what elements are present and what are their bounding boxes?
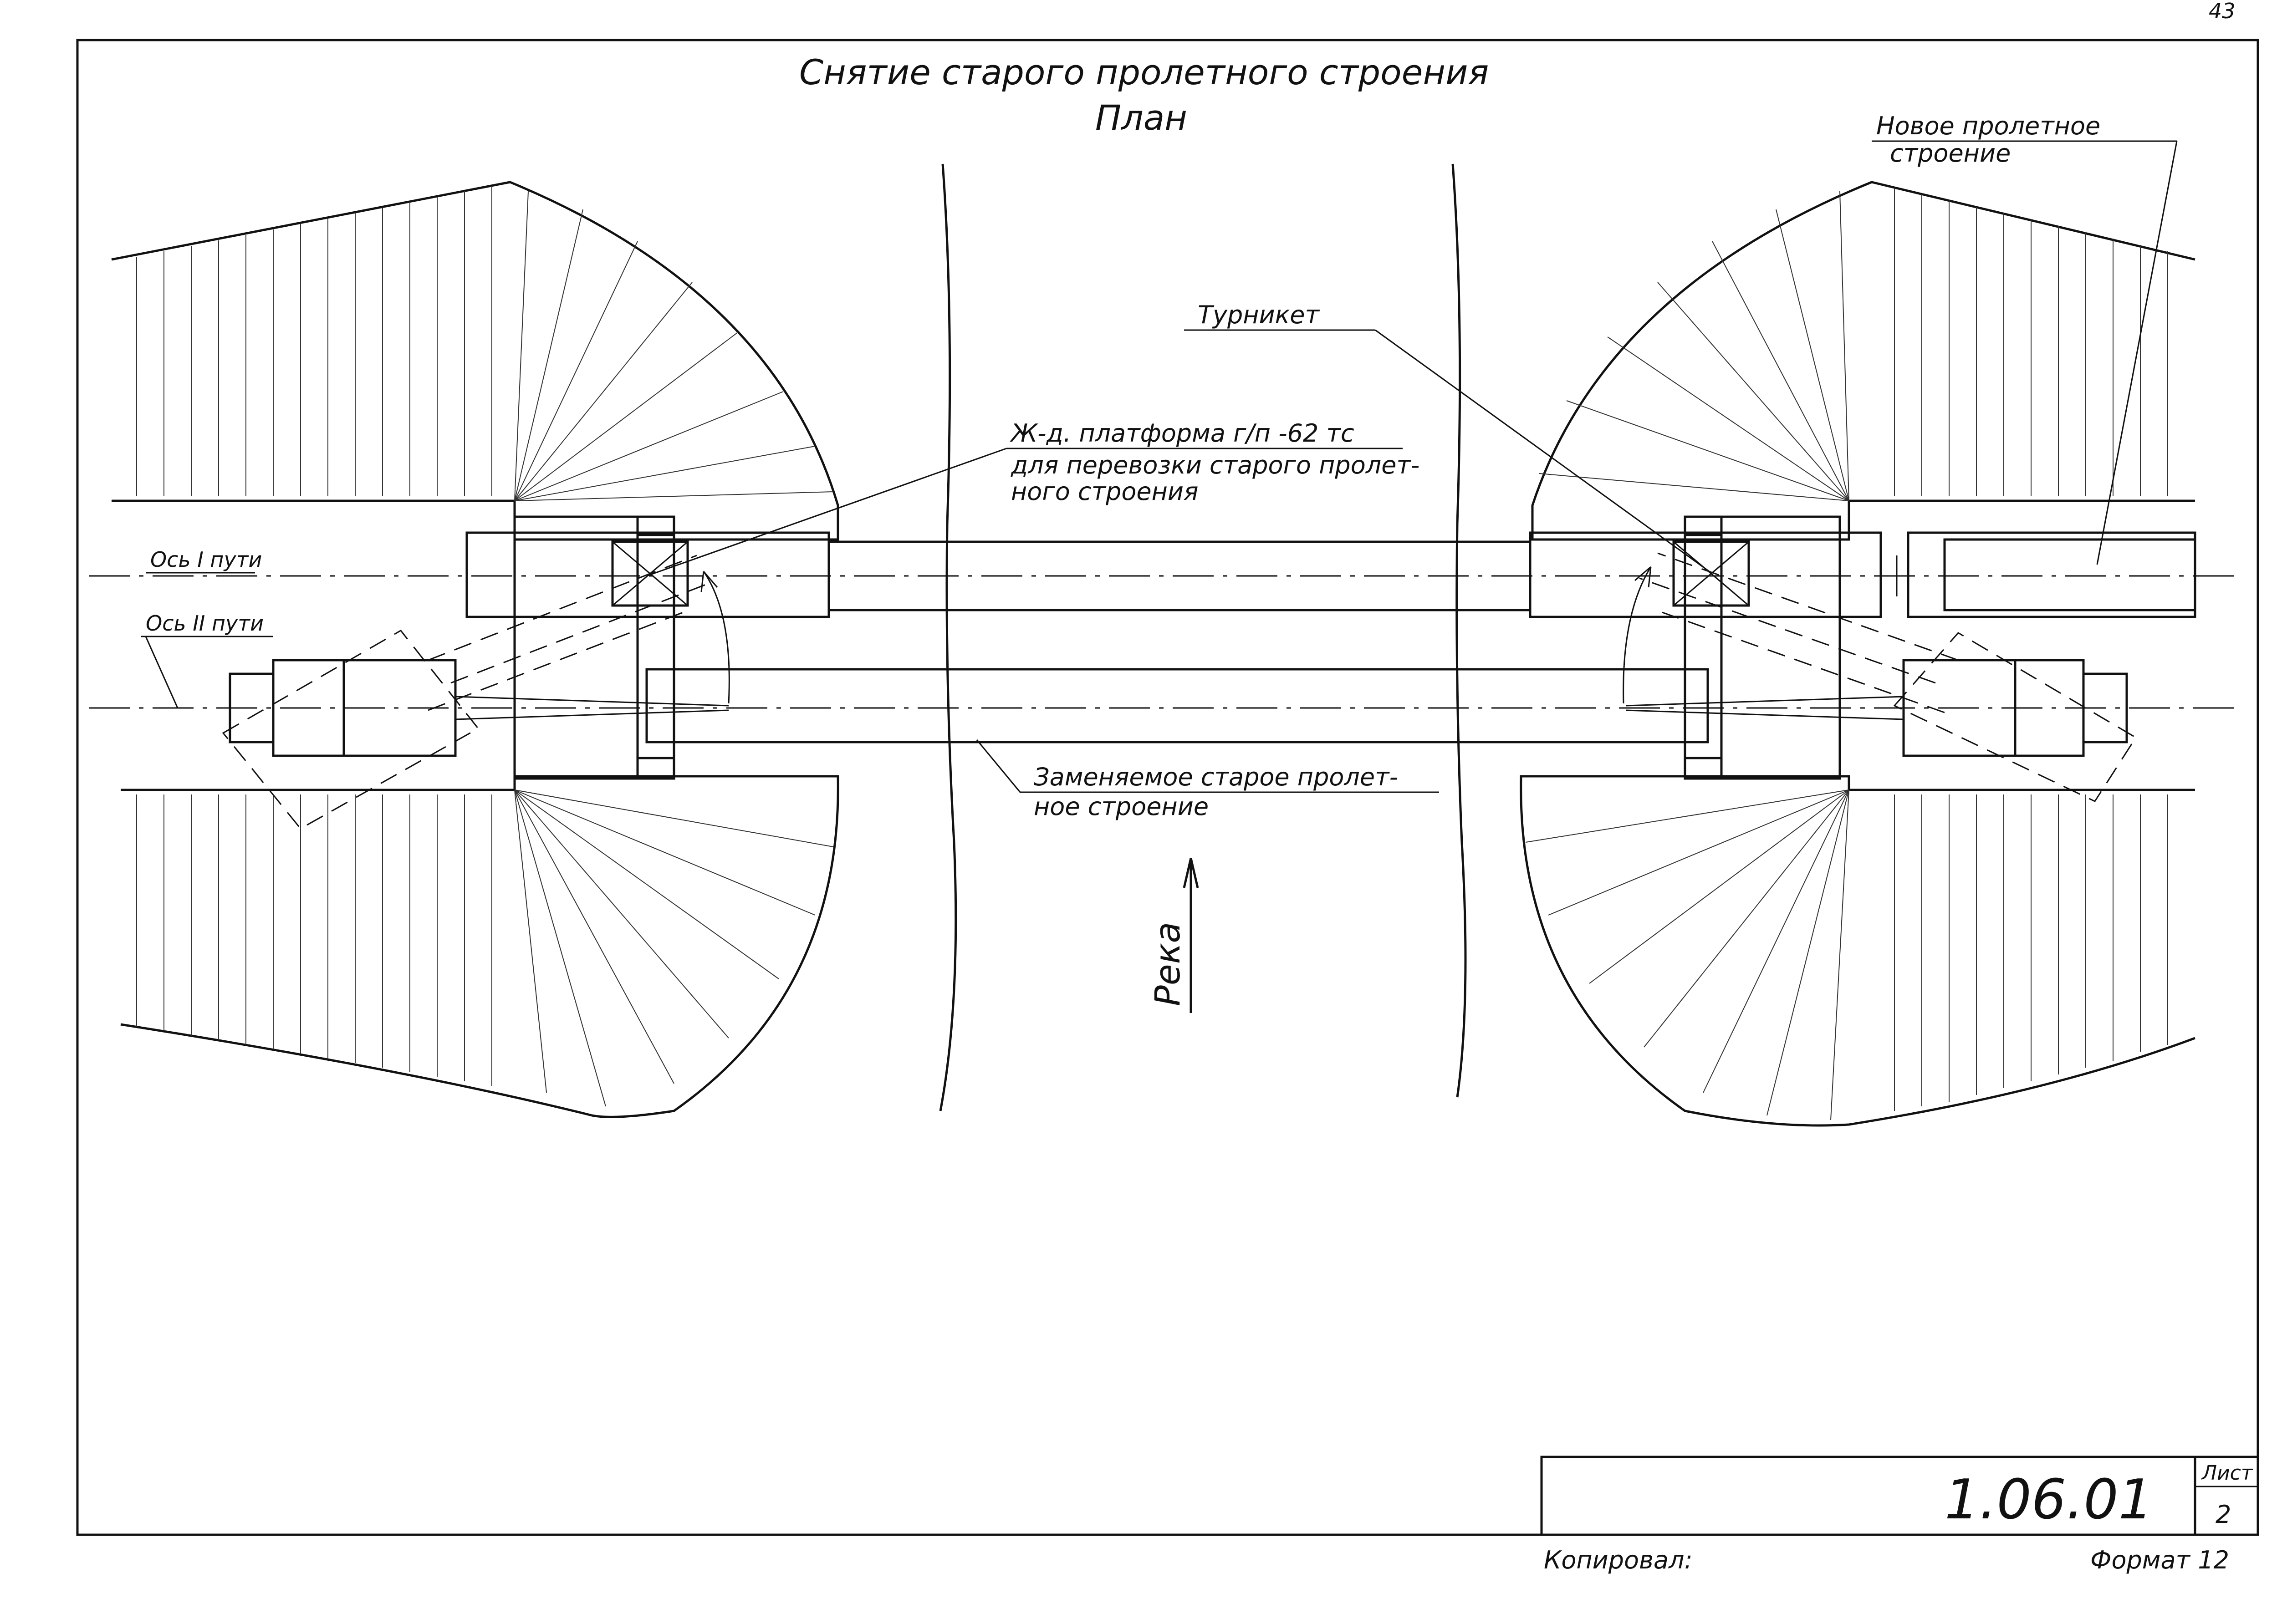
left-embankment: [111, 181, 839, 1118]
new-span: [1896, 531, 2196, 618]
left-lower-hatch: [136, 794, 492, 1086]
right-cart-rotated: [1639, 552, 2137, 802]
turnstile-label: Турникет: [1198, 300, 1320, 329]
right-lower-rays: [1525, 789, 1849, 1120]
new-span-label-line1: Новое пролетное: [1876, 112, 2100, 140]
page-number: 43: [2209, 0, 2236, 23]
river-direction-arrow: [1183, 858, 1199, 1013]
left-rotation-arrow: [703, 571, 730, 704]
format-label: Формат 12: [2090, 1546, 2229, 1574]
sheet-number: 2: [2216, 1500, 2231, 1529]
right-cart: [1625, 659, 2128, 757]
new-span-leader: [2096, 141, 2178, 565]
old-span-lower: [645, 668, 1709, 743]
right-embankment: [1520, 181, 2195, 1127]
old-span-label-line2: ное строение: [1034, 792, 1209, 821]
copied-by-label: Копировал:: [1544, 1546, 1693, 1574]
platform-label-line1: Ж-д. платформа г/п -62 тс: [1010, 419, 1354, 448]
left-cart: [229, 659, 729, 757]
new-span-label-line2: строение: [1890, 139, 2011, 168]
left-upper-hatch: [136, 186, 492, 496]
right-lower-hatch: [1894, 794, 2168, 1111]
sheet-label: Лист: [2201, 1461, 2253, 1485]
right-upper-rays: [1539, 191, 1849, 501]
right-pier: [1684, 515, 1841, 780]
left-river-bank: [939, 163, 957, 1111]
left-upper-rays: [514, 191, 834, 501]
old-span-label-line1: Заменяемое старое пролет-: [1034, 763, 1398, 791]
left-pier: [513, 515, 675, 780]
river-label: Река: [1147, 922, 1188, 1006]
drawing-subtitle: План: [1095, 97, 1187, 138]
left-cart-rotated: [222, 555, 711, 830]
right-upper-hatch: [1894, 188, 2168, 496]
platform-label-line3: ного строения: [1011, 477, 1199, 506]
right-rotation-arrow: [1623, 566, 1652, 704]
drawing-title: Снятие старого пролетного строения: [799, 52, 1489, 92]
platform-leader: [646, 448, 1007, 577]
platform-label-line2: для перевозки старого пролет-: [1011, 451, 1419, 479]
left-lower-rays: [514, 789, 834, 1107]
right-river-bank: [1451, 163, 1467, 1098]
axis-2-label: Ось II пути: [146, 611, 264, 636]
title-block: [1540, 1456, 2259, 1536]
right-platform: [1529, 531, 1882, 618]
turnstile-leader: [1375, 329, 1713, 575]
old-span-leader: [976, 739, 1021, 793]
drawing-code: 1.06.01: [1945, 1468, 2153, 1532]
drawing-frame: [76, 39, 2259, 1536]
axis-1-label: Ось I пути: [150, 547, 262, 572]
